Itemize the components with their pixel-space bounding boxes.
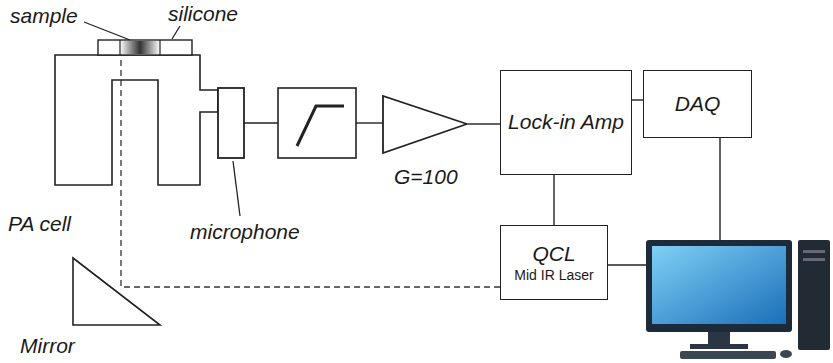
part-label: sample bbox=[10, 4, 78, 27]
leader-line bbox=[233, 161, 240, 216]
part-label: silicone bbox=[168, 2, 238, 25]
signal-wire bbox=[468, 124, 500, 125]
amplifier: G=100 bbox=[382, 95, 468, 200]
node-title: Lock-in Amp bbox=[508, 110, 624, 134]
laser-beam bbox=[121, 58, 500, 287]
computer-icon bbox=[646, 240, 830, 359]
qcl-box: QCLMid IR Laser bbox=[500, 225, 608, 300]
part-label: Mirror bbox=[20, 334, 75, 357]
pa-cell bbox=[55, 55, 218, 185]
leader-line bbox=[172, 26, 180, 39]
filter-box bbox=[278, 88, 356, 158]
daq-box: DAQ bbox=[643, 70, 752, 138]
part-label: PA cell bbox=[8, 212, 71, 235]
node-title: G=100 bbox=[394, 165, 458, 189]
leader-line bbox=[84, 22, 130, 40]
mirror bbox=[73, 258, 160, 325]
signal-wire bbox=[632, 100, 643, 101]
part-label: microphone bbox=[190, 220, 300, 243]
microphone bbox=[218, 88, 244, 158]
node-title: QCL bbox=[532, 242, 575, 266]
filter-symbol bbox=[297, 106, 344, 146]
signal-wire bbox=[554, 175, 555, 225]
node-title: DAQ bbox=[675, 92, 721, 116]
node-subtitle: Mid IR Laser bbox=[514, 267, 593, 283]
silicone-holder bbox=[98, 40, 192, 55]
amplifier-triangle bbox=[382, 95, 468, 157]
sample-disc bbox=[121, 41, 159, 54]
lock-in-box: Lock-in Amp bbox=[500, 70, 632, 175]
